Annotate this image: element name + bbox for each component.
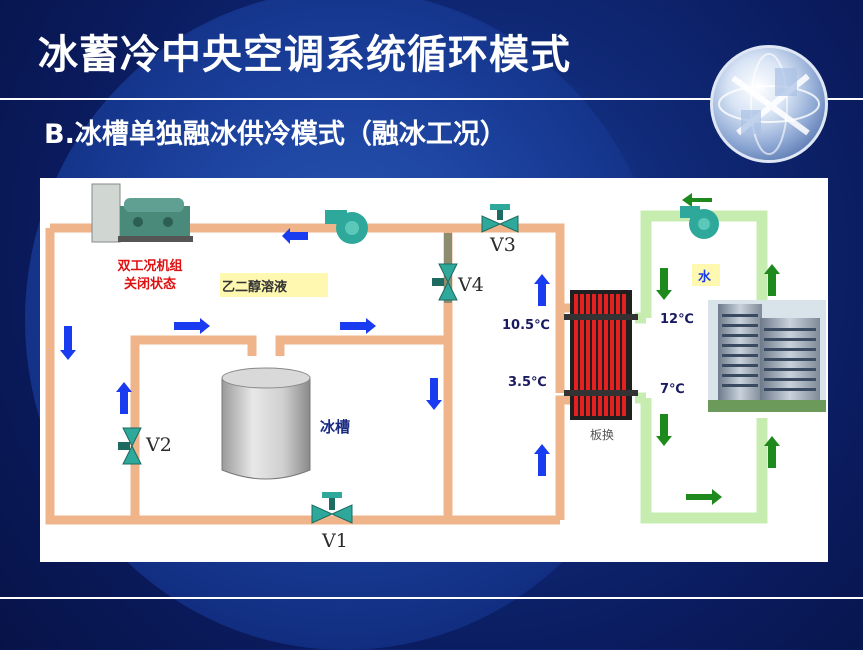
chiller-label-line1: 双工况机组	[117, 259, 183, 274]
glycol-flow-arrows	[60, 228, 550, 476]
chiller-label-line2: 关闭状态	[123, 277, 176, 292]
valve-v1-symbol	[311, 492, 353, 524]
glycol-solution-label: 乙二醇溶液	[222, 280, 288, 295]
valve-v2-label: V2	[146, 434, 172, 456]
heat-exchanger-label: 板换	[590, 428, 615, 442]
glycol-inlet-temp: 10.5℃	[502, 318, 550, 333]
globe-logo	[710, 45, 828, 163]
water-outlet-temp: 7℃	[660, 382, 685, 397]
water-pump	[680, 206, 719, 239]
glycol-pump	[325, 210, 368, 244]
ice-tank	[221, 367, 311, 480]
valve-v2-symbol	[118, 427, 142, 465]
chiller-unit	[91, 183, 193, 243]
water-flow-arrows	[656, 193, 780, 505]
water-inlet-temp: 12℃	[660, 312, 694, 327]
system-diagram: 双工况机组 关闭状态 乙二醇溶液 水 冰槽 板换 V1 V2 V3 V4 10.…	[40, 178, 828, 562]
valve-v4-label: V4	[458, 274, 484, 296]
valve-v1-label: V1	[322, 530, 348, 552]
office-building-image	[708, 300, 826, 412]
plate-heat-exchanger	[564, 290, 638, 420]
ice-tank-label: 冰槽	[320, 418, 351, 436]
valve-v4-symbol	[432, 263, 458, 301]
glycol-outlet-temp: 3.5℃	[508, 375, 547, 390]
valve-v3-label: V3	[490, 234, 516, 256]
chiller-status-label: 双工况机组 关闭状态	[100, 258, 200, 294]
water-label: 水	[698, 270, 712, 285]
glycol-label-box	[220, 273, 328, 297]
footer-divider	[0, 597, 863, 599]
title-divider	[0, 98, 863, 100]
slide-subtitle: B.冰槽单独融冰供冷模式（融冰工况）	[44, 119, 507, 150]
water-label-box	[692, 264, 720, 286]
valve-v3-symbol	[481, 204, 519, 233]
slide-title: 冰蓄冷中央空调系统循环模式	[38, 32, 571, 78]
